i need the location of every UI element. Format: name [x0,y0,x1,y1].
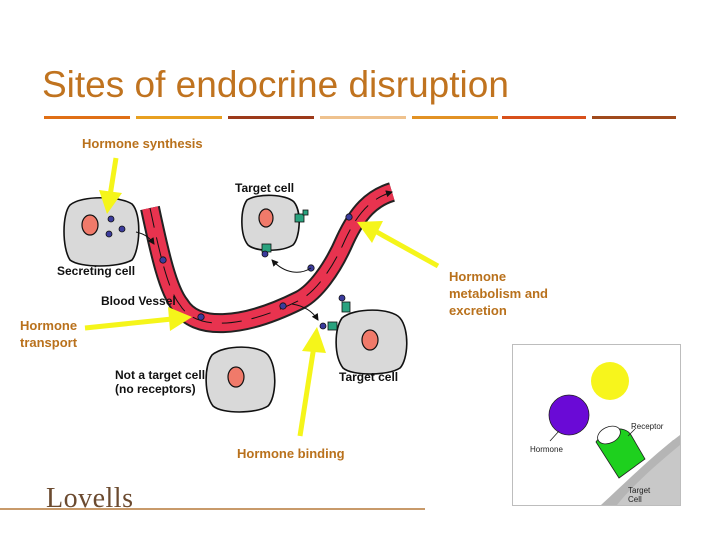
lovells-logo: Lovells [46,483,134,514]
underline-segment [320,116,406,119]
secreting-cell [63,197,140,267]
target-cell-right [319,294,408,375]
underline-segment [44,116,130,119]
hormone-molecules [159,213,353,321]
label-target-cell-top: Target cell [235,181,295,195]
inset-hormone-label: Hormone [530,445,563,454]
callout-arrows [84,157,440,437]
underline-segment [592,116,676,119]
slide-title: Sites of endocrine disruption [42,64,509,105]
callout-hormone-synthesis: Hormone synthesis [82,136,203,151]
callout-hormone-transport: Hormone transport [20,318,78,350]
hormone-circle [548,394,590,436]
inset-receptor-label: Receptor [631,422,664,431]
underline-segment [136,116,222,119]
underline-segment [502,116,586,119]
underline-segment [228,116,314,119]
inset-target-cell-label: Target Cell [628,486,651,504]
callout-hormone-metabolism: Hormone metabolism and excretion [449,269,548,318]
underline-segment [412,116,498,119]
target-cell-top [241,194,309,258]
receptor-inset: Hormone Receptor Target Cell [512,344,681,506]
label-blood-vessel: Blood Vessel [101,294,176,308]
callout-hormone-binding: Hormone binding [237,446,345,461]
label-secreting-cell: Secreting cell [57,264,136,278]
non-target-cell [205,346,276,413]
receptor-inset-diagram [548,362,680,505]
label-target-cell-right: Target cell [339,370,399,384]
footer-line [0,508,425,510]
ligand-circle [591,362,629,400]
label-not-target-cell: Not a target cell (no receptors) [115,368,206,396]
